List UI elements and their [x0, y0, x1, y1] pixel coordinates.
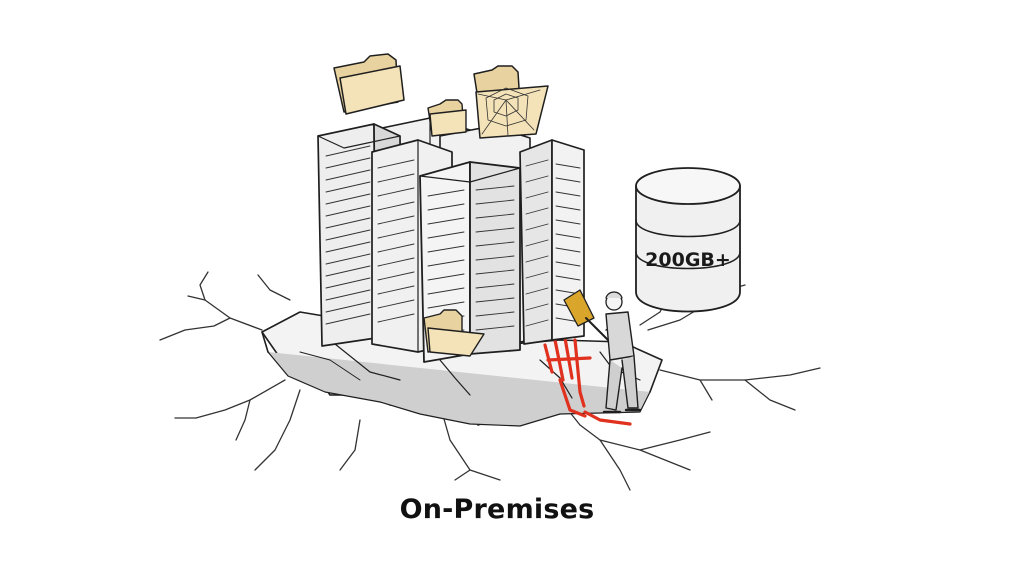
worker-painting-icon: [563, 289, 642, 414]
folder-icon: [427, 99, 467, 137]
red-paint-marks: [543, 336, 632, 426]
folder-with-cobweb-icon: [473, 65, 549, 139]
database-cylinder-icon: [635, 167, 741, 313]
folder-icon: [333, 53, 405, 115]
caption-title: On-Premises: [399, 494, 595, 525]
server-rack-front: [419, 161, 521, 363]
folder-icon: [423, 309, 485, 357]
database-size-label: 200GB+: [645, 249, 731, 271]
